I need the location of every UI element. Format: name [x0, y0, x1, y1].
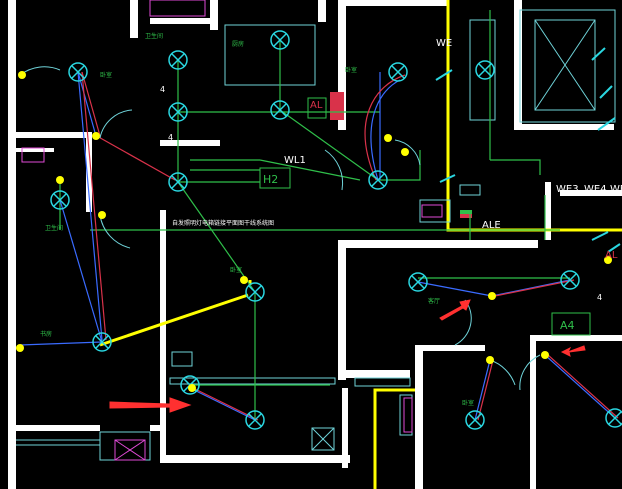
switch-dot-icon — [56, 176, 64, 184]
ceiling-light-cross — [608, 411, 622, 425]
room-label-2: 卧室 — [345, 66, 357, 74]
ceiling-light-icon — [245, 410, 265, 430]
ceiling-light-icon — [465, 410, 485, 430]
ceiling-light-icon — [92, 332, 112, 352]
red-arrows — [109, 299, 586, 413]
switch-dot-icon — [188, 384, 196, 392]
switch-dot-icon — [541, 351, 549, 359]
room-label-3: 卧室 — [230, 266, 242, 274]
panel-ale-green — [460, 210, 472, 214]
switch-dot-icon — [92, 132, 100, 140]
ceiling-light-cross — [273, 33, 287, 47]
we-label-right: WE — [610, 184, 622, 195]
ceiling-light-icon — [270, 30, 290, 50]
wl1-label: WL1 — [284, 155, 306, 166]
wires-cyan-arcs — [19, 66, 541, 391]
detail-lines — [16, 9, 616, 461]
al-label-top: AL — [310, 100, 323, 111]
distribution-panel-al — [330, 92, 344, 120]
ceiling-light-cross — [248, 285, 262, 299]
switch-points — [16, 71, 612, 392]
we-label-left: WE — [436, 38, 452, 49]
switch-dot-icon — [98, 211, 106, 219]
arrow-right-icon-2 — [560, 345, 586, 357]
al-label-right: AL — [605, 250, 618, 261]
ceiling-light-icon — [68, 62, 88, 82]
wires-green — [59, 10, 570, 420]
ceiling-light-cross — [391, 65, 405, 79]
room-label-5: 卫生间 — [145, 32, 163, 40]
ceiling-light-cross — [171, 175, 185, 189]
h2-box — [259, 167, 291, 189]
ceiling-light-cross — [563, 273, 577, 287]
room-label-8: 卧室 — [462, 399, 474, 407]
ceiling-light-cross — [371, 173, 385, 187]
ceiling-light-cross — [71, 65, 85, 79]
switch-dot-icon — [486, 356, 494, 364]
ceiling-light-cross — [171, 53, 185, 67]
room-label-4: 厨房 — [232, 40, 244, 48]
ceiling-light-icon — [408, 272, 428, 292]
ceiling-light-icon — [475, 60, 495, 80]
ceiling-light-icon — [270, 100, 290, 120]
number-label-b: 4 — [168, 133, 173, 142]
a4-box — [551, 312, 591, 336]
magenta-fixtures — [21, 0, 443, 461]
switch-dot-icon — [16, 344, 24, 352]
ceiling-light-cross — [95, 335, 109, 349]
light-fixtures — [50, 30, 622, 430]
ale-label: ALE — [482, 220, 501, 231]
ceiling-light-cross — [468, 413, 482, 427]
wires-blue — [19, 71, 616, 421]
al-box — [307, 97, 327, 119]
we4-label: WE4 — [584, 184, 607, 195]
ceiling-light-icon — [180, 375, 200, 395]
cyan-diagonals — [435, 47, 621, 253]
switch-dot-icon — [240, 276, 248, 284]
a4-label: A4 — [560, 319, 575, 332]
number-label-a: 4 — [160, 85, 165, 94]
arrow-left-icon — [109, 397, 192, 413]
room-label-6: 卫生间 — [45, 224, 63, 232]
ceiling-light-cross — [478, 63, 492, 77]
ceiling-light-icon — [245, 282, 265, 302]
ceiling-light-cross — [411, 275, 425, 289]
h2-label: H2 — [263, 173, 278, 186]
switch-dot-icon — [604, 256, 612, 264]
ceiling-light-icon — [368, 170, 388, 190]
ceiling-light-icon — [605, 408, 622, 428]
ceiling-light-icon — [560, 270, 580, 290]
ceiling-light-icon — [388, 62, 408, 82]
ceiling-light-cross — [171, 105, 185, 119]
walls — [8, 0, 622, 489]
ceiling-light-cross — [248, 413, 262, 427]
ceiling-light-cross — [53, 193, 67, 207]
ceiling-light-icon — [168, 50, 188, 70]
room-label-1: 卧室 — [100, 71, 112, 79]
room-label-7: 客厅 — [428, 297, 440, 305]
arrow-right-icon — [439, 299, 471, 321]
note-label: 自发照明灯电箱链接平面图干线系统图 — [172, 219, 274, 227]
ceiling-light-icon — [168, 172, 188, 192]
ceiling-light-cross — [273, 103, 287, 117]
switch-dot-icon — [18, 71, 26, 79]
switch-dot-icon — [401, 148, 409, 156]
ceiling-light-icon — [50, 190, 70, 210]
switch-dot-icon — [488, 292, 496, 300]
ceiling-light-icon — [168, 102, 188, 122]
we3-label: WE3 — [556, 184, 579, 195]
room-label-9: 书房 — [40, 330, 52, 338]
switch-dot-icon — [384, 134, 392, 142]
number-label-c: 4 — [597, 293, 602, 302]
